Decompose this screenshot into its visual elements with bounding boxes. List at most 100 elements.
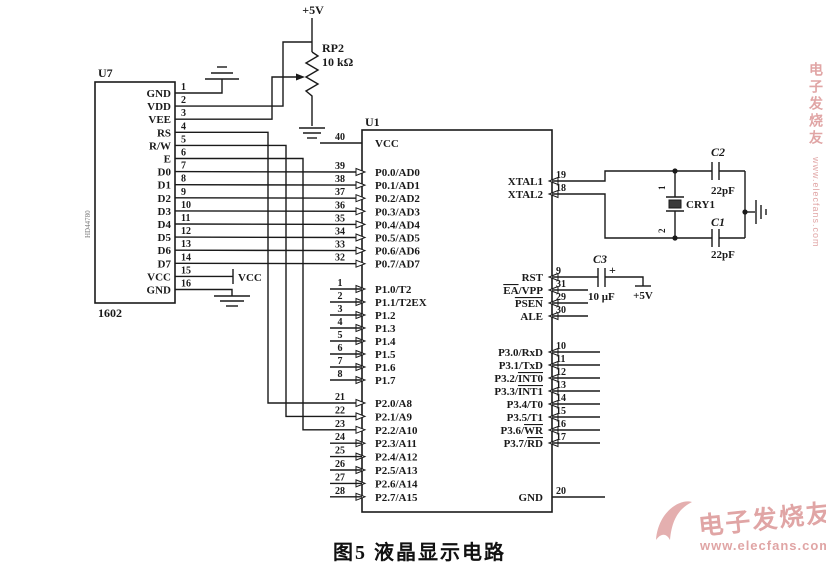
u1-right-pin-label-11: P3.1/TxD <box>499 360 543 372</box>
u7-pin-label-D6: D6 <box>158 245 172 257</box>
u1-right-pin-number: 29 <box>556 292 566 303</box>
u1-left-pin-label-35: P0.4/AD4 <box>375 219 420 231</box>
u1-right-pin-label-14: P3.4/T0 <box>507 399 544 411</box>
u1-left-pin-number: 27 <box>335 472 345 483</box>
u1-left-pin-label-32: P0.7/AD7 <box>375 259 420 271</box>
pin-arrow-icon <box>355 412 367 421</box>
u7-pin-number: 3 <box>181 108 186 119</box>
plus5v-top-label: +5V <box>302 3 324 17</box>
u7-pin-label-D5: D5 <box>158 232 172 244</box>
rw-wire <box>175 144 362 418</box>
u1-left-pin-number: 26 <box>335 459 345 470</box>
pin-arrow-icon <box>355 233 367 242</box>
c1-ref: C1 <box>711 215 725 229</box>
u7-gnd16-wire <box>175 288 233 296</box>
cry1-body <box>668 199 682 209</box>
u1-left-pin-number: 24 <box>335 432 345 443</box>
rst-5v-wire <box>605 276 644 286</box>
pin-arrow-icon <box>355 259 367 268</box>
c2-value: 22pF <box>711 185 735 197</box>
u7-pin-number: 15 <box>181 265 191 276</box>
u7-pin-number: 1 <box>181 82 186 93</box>
u1-right-pin-number: 31 <box>556 279 566 290</box>
u7-pin-number: 6 <box>181 148 186 159</box>
u1-left-pin-label-28: P2.7/A15 <box>375 492 418 504</box>
u1-left-pin-number: 39 <box>335 161 345 172</box>
u1-left-pin-number: 6 <box>338 343 343 354</box>
u7-pin-label-GND: GND <box>147 285 172 297</box>
pin-arrow-icon <box>355 220 367 229</box>
u1-left-pin-number: 37 <box>335 187 345 198</box>
u1-left-pin-number: 38 <box>335 174 345 185</box>
u1-left-pin-number: 1 <box>338 278 343 289</box>
u7-part: 1602 <box>98 306 122 320</box>
u1-left-pin-label-7: P1.6 <box>375 362 396 374</box>
u1-left-pin-number: 5 <box>338 330 343 341</box>
vdd-wire <box>175 41 312 107</box>
u7-pin-number: 13 <box>181 239 191 250</box>
u7-pin-number: 14 <box>181 252 191 263</box>
c3-value: 10 μF <box>588 291 615 303</box>
u1-right-pin-number: 11 <box>556 354 565 365</box>
u1-left-pin-label-27: P2.6/A14 <box>375 478 418 490</box>
u1-left-pin-label-38: P0.1/AD1 <box>375 180 420 192</box>
u1-right-pin-label-9: RST <box>522 272 544 284</box>
u7-pin-number: 11 <box>181 213 190 224</box>
u7-ref: U7 <box>98 66 113 80</box>
u1-left-pin-number: 4 <box>338 317 343 328</box>
c2-ref: C2 <box>711 145 725 159</box>
rp2-resistor-zigzag <box>304 51 320 100</box>
u7-pin-number: 10 <box>181 200 191 211</box>
u1-left-pin-label-5: P1.4 <box>375 336 396 348</box>
u1-right-pin-number: 19 <box>556 170 566 181</box>
u1-right-pin-label-15: P3.5/T1 <box>507 412 543 424</box>
u1-right-pin-number: 13 <box>556 380 566 391</box>
c3-polarity: + <box>609 263 616 277</box>
u1-right-pin-label-16: P3.6/WR <box>501 425 545 437</box>
u1-right-pin-number: 18 <box>556 183 566 194</box>
u1-right-pin-label-19: XTAL1 <box>508 176 543 188</box>
watermark-top: 电子发烧友 www.elecfans.com <box>808 62 824 248</box>
u7-pin-number: 5 <box>181 134 186 145</box>
watermark-bottom: 电子发烧友 www.elecfans.com <box>648 492 826 564</box>
u7-pin-label-VCC: VCC <box>147 271 171 283</box>
watermark-brand-text: 电子发烧友 <box>808 62 824 147</box>
u1-left-pin-number: 34 <box>335 227 345 238</box>
watermark-url-text: www.elecfans.com <box>700 538 826 553</box>
u1-right-pin-label-17: P3.7/RD <box>504 438 543 450</box>
junction-dot <box>672 168 678 174</box>
u1-left-pin-number: 33 <box>335 240 345 251</box>
u1-left-pin-number: 25 <box>335 446 345 457</box>
u7-pin-label-D2: D2 <box>158 193 172 205</box>
u1-left-pin-label-21: P2.0/A8 <box>375 398 412 410</box>
u1-left-pin-number: 36 <box>335 200 345 211</box>
u1-right-pin-label-29: PSEN <box>515 298 543 310</box>
u7-pin-number: 7 <box>181 161 186 172</box>
u7-pin-label-VEE: VEE <box>148 114 171 126</box>
u1-right-pin-label-12: P3.2/INT0 <box>494 373 543 385</box>
pin-arrow-icon <box>355 193 367 203</box>
u1-body <box>361 129 553 513</box>
u1-left-pin-number: 2 <box>338 291 343 302</box>
u7-pin-number: 9 <box>181 187 186 198</box>
rs-wire <box>175 131 362 404</box>
pin-arrow-icon <box>355 246 367 255</box>
u1-right-pin-number: 16 <box>556 419 566 430</box>
u1-right-pin-number: 12 <box>556 367 566 378</box>
u1-right-pin-label-13: P3.3/INT1 <box>494 386 543 398</box>
plus5v-rst-label: +5V <box>633 290 653 302</box>
u7-pin-label-R/W: R/W <box>149 140 171 152</box>
pin-arrow-icon <box>355 398 367 408</box>
pin-arrow-icon <box>355 167 367 177</box>
xtal2-wire <box>552 193 712 239</box>
u7-pin-label-E: E <box>164 154 171 166</box>
u7-vcc-label: VCC <box>238 272 262 284</box>
u7-pin-number: 12 <box>181 226 191 237</box>
u7-pin-label-D7: D7 <box>158 258 172 270</box>
u1-left-pin-label-36: P0.3/AD3 <box>375 206 420 218</box>
pin-arrow-icon <box>355 425 367 435</box>
u1-left-pin-label-8: P1.7 <box>375 375 396 387</box>
figure-caption: 图5 液晶显示电路 <box>333 542 506 564</box>
